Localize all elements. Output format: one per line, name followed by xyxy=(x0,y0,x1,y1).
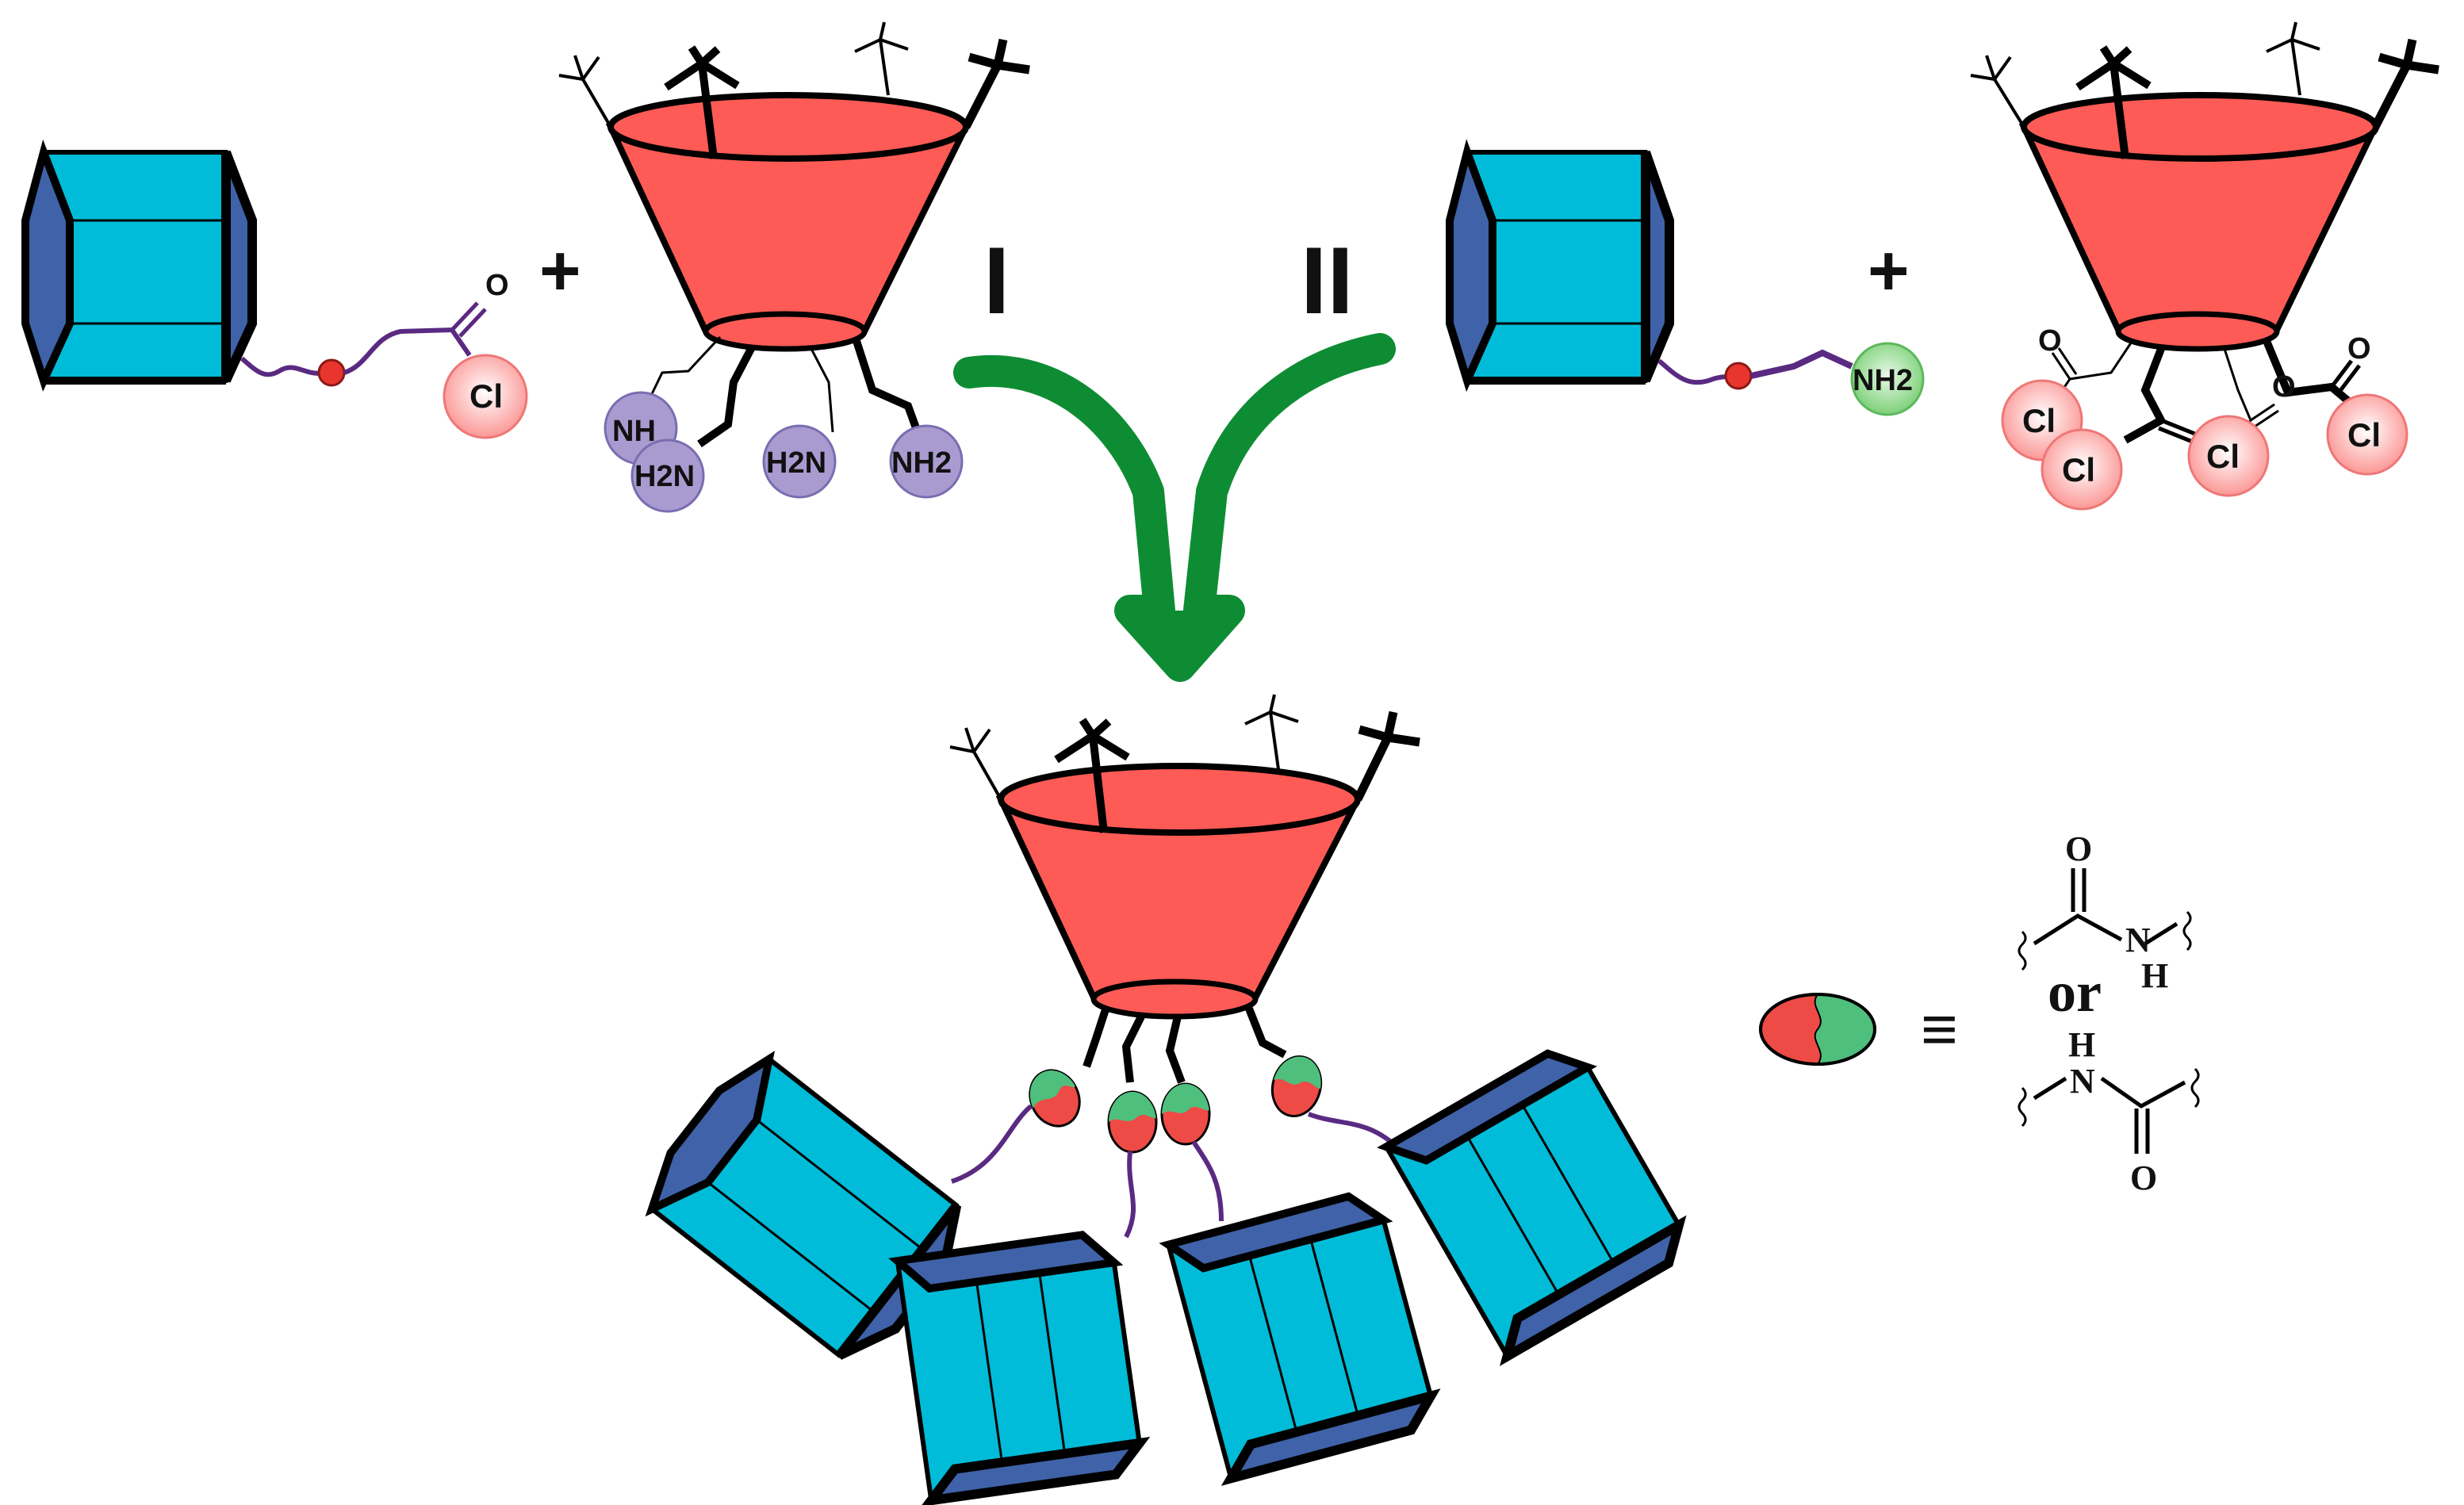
prism-product-2 xyxy=(888,1231,1151,1505)
svg-text:Cl: Cl xyxy=(2347,416,2381,454)
svg-text:O: O xyxy=(2272,370,2296,404)
svg-text:Cl: Cl xyxy=(2206,438,2240,475)
cone-product xyxy=(949,694,1420,1084)
plus-sign-right: + xyxy=(1868,232,1910,311)
svg-text:O: O xyxy=(2038,324,2062,358)
legend-amide-symbol xyxy=(1759,993,1876,1066)
svg-text:O: O xyxy=(2347,332,2371,366)
svg-text:NH2: NH2 xyxy=(1853,364,1913,397)
svg-text:Cl: Cl xyxy=(2062,451,2095,488)
acyl-chloride-3: Cl xyxy=(2187,415,2270,497)
prism-product-3 xyxy=(1159,1192,1441,1486)
prism-product-4 xyxy=(1377,1049,1687,1366)
svg-text:H: H xyxy=(2141,956,2168,995)
converging-arrow xyxy=(953,333,1396,682)
amine-group-green: NH2 xyxy=(1850,342,1925,416)
plus-sign-left: + xyxy=(539,232,581,311)
amide-bond-3 xyxy=(1160,1082,1211,1146)
route-one-label: I xyxy=(983,228,1010,334)
svg-text:Cl: Cl xyxy=(2022,402,2056,439)
svg-text:H: H xyxy=(2068,1025,2095,1064)
svg-text:O: O xyxy=(2130,1158,2157,1197)
cone-acyl-chloride: O O O O Cl Cl Cl Cl xyxy=(1970,21,2439,511)
amide-structure-1 xyxy=(2018,868,2192,971)
amide-bond-4 xyxy=(1270,1055,1323,1118)
svg-text:O: O xyxy=(2065,829,2092,868)
prism-top-right xyxy=(1446,139,1674,393)
equivalence-sign: ≡ xyxy=(1921,994,1958,1064)
oxygen-label: O xyxy=(485,269,509,302)
cone-amine: NH H2N H2N NH2 xyxy=(558,21,1030,513)
linker-acyl-chloride: O xyxy=(240,269,509,387)
amide-bond-1 xyxy=(1029,1069,1081,1128)
svg-text:N: N xyxy=(2125,921,2151,959)
acyl-chloride-group: Cl xyxy=(443,354,528,439)
amine-group-3: H2N xyxy=(762,424,837,499)
chlorine-label: Cl xyxy=(469,377,503,415)
linker-amine xyxy=(1657,349,1853,390)
svg-text:N: N xyxy=(2070,1062,2095,1101)
acyl-chloride-2: Cl xyxy=(2041,428,2123,511)
amine-group-2: H2N xyxy=(630,438,705,513)
prism-top-left xyxy=(21,139,257,392)
amide-structure-2 xyxy=(2018,1067,2200,1154)
svg-text:NH2: NH2 xyxy=(891,446,952,480)
route-two-label: II xyxy=(1301,228,1354,334)
or-label: or xyxy=(2048,960,2102,1024)
svg-text:H2N: H2N xyxy=(634,460,695,493)
svg-text:NH: NH xyxy=(612,415,656,448)
acyl-chloride-4: Cl xyxy=(2326,393,2408,476)
svg-text:H2N: H2N xyxy=(766,446,826,480)
product-linkers xyxy=(951,1104,1397,1239)
amine-group-4: NH2 xyxy=(889,424,964,499)
amide-bond-2 xyxy=(1107,1090,1158,1154)
